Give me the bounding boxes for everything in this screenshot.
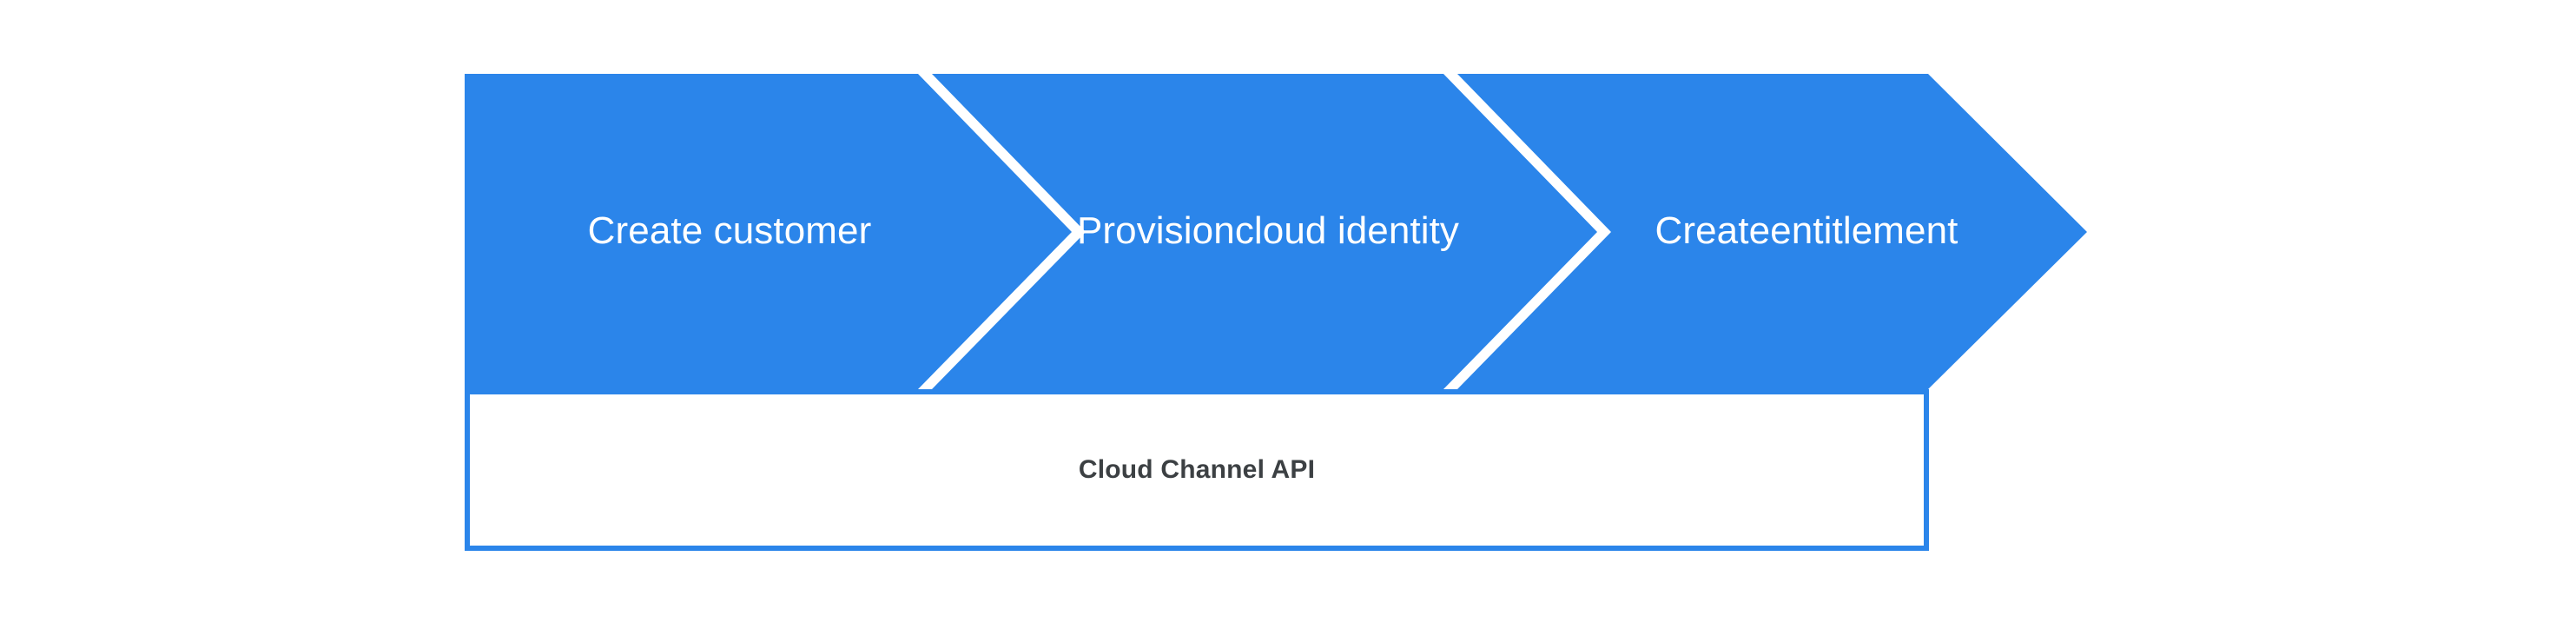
stage-shape-1[interactable] — [465, 74, 1072, 389]
stage-shape-3[interactable] — [1457, 74, 2087, 389]
footer-box-shape[interactable] — [465, 389, 1929, 551]
stage-shape-2[interactable] — [932, 74, 1597, 389]
